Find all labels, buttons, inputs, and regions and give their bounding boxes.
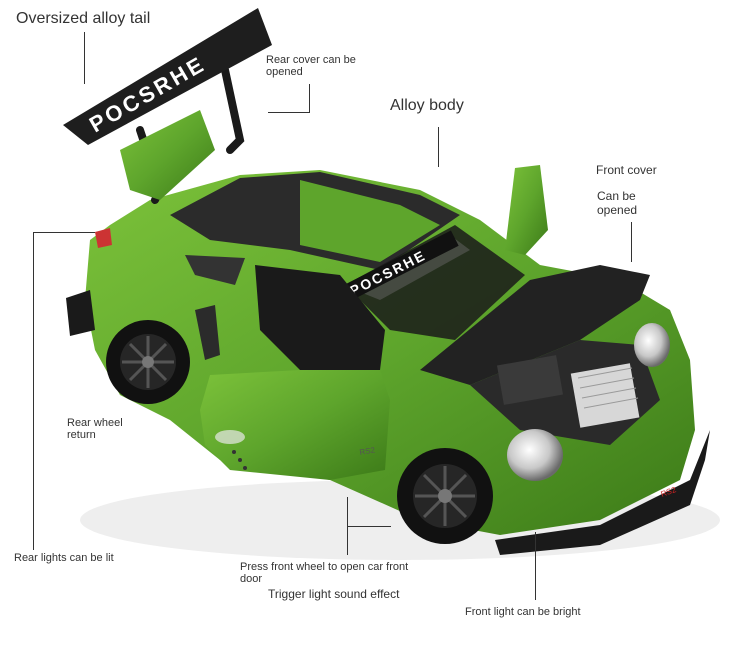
callout-body: Alloy body (390, 97, 464, 114)
front-wheel (397, 448, 493, 544)
callout-line-body (438, 127, 439, 167)
callout-line-rear-lights-v (33, 232, 34, 550)
windshield (345, 225, 525, 340)
callout-front-light: Front light can be bright (465, 606, 581, 618)
front-headlight (507, 429, 563, 481)
door-badge-text: RS2 (359, 445, 376, 457)
callout-press-wheel-line1: Press front wheel to open car front (240, 561, 409, 573)
open-door (200, 370, 390, 480)
callout-line-rear-lights-h (33, 232, 95, 233)
callout-line-rear-cover (309, 84, 310, 112)
callout-press-wheel-line2: door (240, 573, 263, 585)
callout-rear-cover-line2: opened (266, 66, 303, 78)
callout-front-cover-desc: Can be opened (597, 189, 637, 217)
callout-rear-cover-line1: Rear cover can be (266, 54, 356, 66)
callout-line-press-h (347, 526, 391, 527)
callout-rear-cover: Rear cover can be opened (266, 54, 356, 78)
callout-rear-wheel-line2: return (67, 429, 96, 441)
callout-press-wheel: Press front wheel to open car front door (240, 561, 408, 585)
callout-rear-wheel: Rear wheel return (67, 417, 123, 441)
callout-rear-wheel-line1: Rear wheel (67, 417, 123, 429)
callout-rear-lights: Rear lights can be lit (14, 552, 114, 564)
callout-line-front-cover (631, 222, 632, 262)
rear-wing-support (120, 110, 215, 200)
callout-tail: Oversized alloy tail (16, 10, 151, 27)
front-hood (420, 265, 650, 385)
rear-wing (63, 8, 272, 145)
rear-light (95, 228, 112, 248)
rear-wheel (106, 320, 190, 404)
callout-front-cover-title: Front cover (596, 163, 657, 177)
callout-front-cover-line2: opened (597, 203, 638, 217)
callout-line-front-light (535, 532, 536, 600)
callout-line-tail (84, 32, 85, 84)
callout-sound: Trigger light sound effect (268, 587, 400, 601)
callout-front-cover-line1: Can be (597, 189, 636, 203)
callout-line-rear-cover-h (268, 112, 310, 113)
